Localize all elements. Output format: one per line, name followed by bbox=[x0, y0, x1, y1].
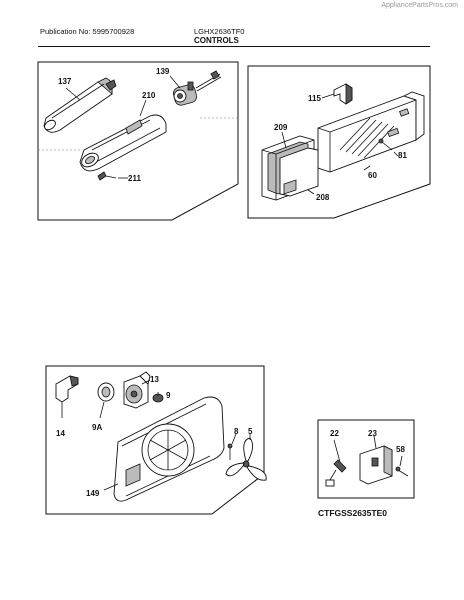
callout-13: 13 bbox=[150, 375, 159, 384]
thermistor-frame bbox=[317, 419, 415, 499]
frame-outline bbox=[37, 61, 239, 221]
frame-outline bbox=[317, 419, 415, 499]
leader-lines-d bbox=[373, 435, 403, 467]
callout-210: 210 bbox=[142, 91, 156, 100]
callout-58: 58 bbox=[396, 445, 405, 454]
frame-outline bbox=[247, 65, 431, 219]
callout-5: 5 bbox=[248, 427, 253, 436]
part-5-fan-blade[interactable] bbox=[225, 437, 267, 481]
part-22-thermistor[interactable] bbox=[325, 439, 347, 487]
callout-9: 9 bbox=[166, 391, 171, 400]
model-note: CTFGSS2635TE0 bbox=[318, 508, 387, 518]
part-208-display-board[interactable] bbox=[279, 147, 319, 197]
part-81-screw[interactable] bbox=[378, 138, 393, 151]
part-60-control-housing[interactable] bbox=[317, 91, 425, 173]
part-8-screw[interactable] bbox=[227, 443, 233, 460]
watermark: AppliancePartsPros.com bbox=[381, 2, 458, 9]
callout-60: 60 bbox=[368, 171, 377, 180]
part-210-filter-housing[interactable] bbox=[79, 114, 167, 172]
callout-208: 208 bbox=[316, 193, 330, 202]
callout-14: 14 bbox=[56, 429, 65, 438]
callout-209: 209 bbox=[274, 123, 288, 132]
callout-139: 139 bbox=[156, 67, 170, 76]
part-149-fan-shroud[interactable] bbox=[113, 396, 225, 502]
header-rule bbox=[38, 46, 430, 47]
leader-lines-c bbox=[99, 379, 251, 491]
part-9A-grommet[interactable] bbox=[97, 382, 115, 402]
callout-137: 137 bbox=[58, 77, 72, 86]
callout-9A: 9A bbox=[92, 423, 102, 432]
part-115-bracket[interactable] bbox=[333, 83, 353, 105]
part-14-bracket[interactable] bbox=[55, 375, 79, 418]
leader-lines-b bbox=[281, 93, 399, 195]
fan-assembly-frame bbox=[45, 365, 265, 515]
frame-outline bbox=[45, 365, 265, 515]
publication-number: Publication No: 5995700928 bbox=[40, 27, 135, 36]
callout-22: 22 bbox=[330, 429, 339, 438]
callout-81: 81 bbox=[398, 151, 407, 160]
section-title: CONTROLS bbox=[194, 36, 239, 45]
part-137-filter-cartridge[interactable] bbox=[43, 77, 117, 133]
callout-149: 149 bbox=[86, 489, 100, 498]
filter-assembly-frame bbox=[37, 61, 239, 221]
control-housing-frame bbox=[247, 65, 431, 219]
part-58-screw[interactable] bbox=[395, 466, 409, 477]
model-number: LGHX2636TF0 bbox=[194, 27, 245, 36]
callout-23: 23 bbox=[368, 429, 377, 438]
part-139-filter-head[interactable] bbox=[172, 70, 222, 107]
leader-lines-a bbox=[65, 75, 181, 179]
part-13-fan-motor[interactable] bbox=[123, 371, 151, 409]
callout-115: 115 bbox=[308, 94, 321, 103]
part-211-screw[interactable] bbox=[97, 171, 117, 181]
callout-8: 8 bbox=[234, 427, 239, 436]
callout-211: 211 bbox=[128, 174, 141, 183]
part-23-cover[interactable] bbox=[359, 445, 393, 485]
